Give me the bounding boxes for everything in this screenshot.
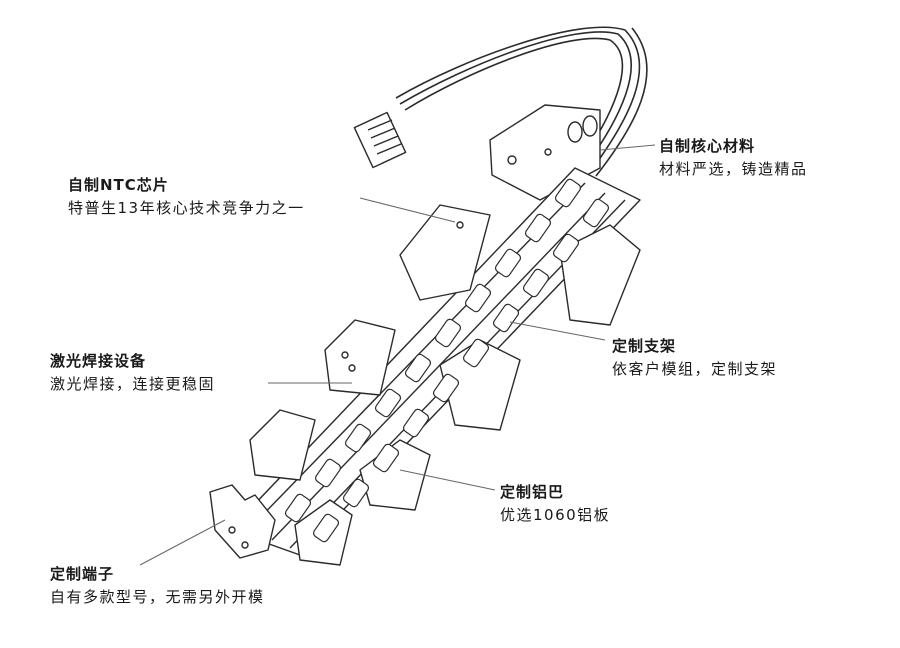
callout-desc: 材料严选，铸造精品 xyxy=(659,159,808,178)
cell-slots xyxy=(284,178,610,543)
callout-custom-aluminum-bar: 定制铝巴 优选1060铝板 xyxy=(500,483,610,525)
callout-laser-welding: 激光焊接设备 激光焊接，连接更稳固 xyxy=(50,352,215,394)
callout-desc: 特普生13年核心技术竞争力之一 xyxy=(68,198,305,217)
callout-title: 定制支架 xyxy=(612,337,677,355)
callout-ntc-chip: 自制NTC芯片 特普生13年核心技术竞争力之一 xyxy=(68,176,305,218)
callout-title: 定制端子 xyxy=(50,565,115,583)
bottom-terminal xyxy=(209,484,276,559)
callout-desc: 优选1060铝板 xyxy=(500,505,611,524)
callout-desc: 依客户模组，定制支架 xyxy=(612,359,778,378)
wire-connector xyxy=(353,111,407,169)
cable-bundle xyxy=(395,26,648,177)
callout-core-material: 自制核心材料 材料严选，铸造精品 xyxy=(659,137,808,179)
callout-title: 定制铝巴 xyxy=(500,483,565,501)
callout-custom-bracket: 定制支架 依客户模组，定制支架 xyxy=(612,337,777,379)
callout-title: 自制核心材料 xyxy=(659,137,756,155)
callout-title: 自制NTC芯片 xyxy=(68,176,169,194)
callout-title: 激光焊接设备 xyxy=(50,352,147,370)
leader-lines xyxy=(139,144,656,566)
callout-desc: 激光焊接，连接更稳固 xyxy=(50,374,216,393)
callout-custom-terminal: 定制端子 自有多款型号，无需另外开模 xyxy=(50,565,265,607)
callout-desc: 自有多款型号，无需另外开模 xyxy=(50,587,265,606)
